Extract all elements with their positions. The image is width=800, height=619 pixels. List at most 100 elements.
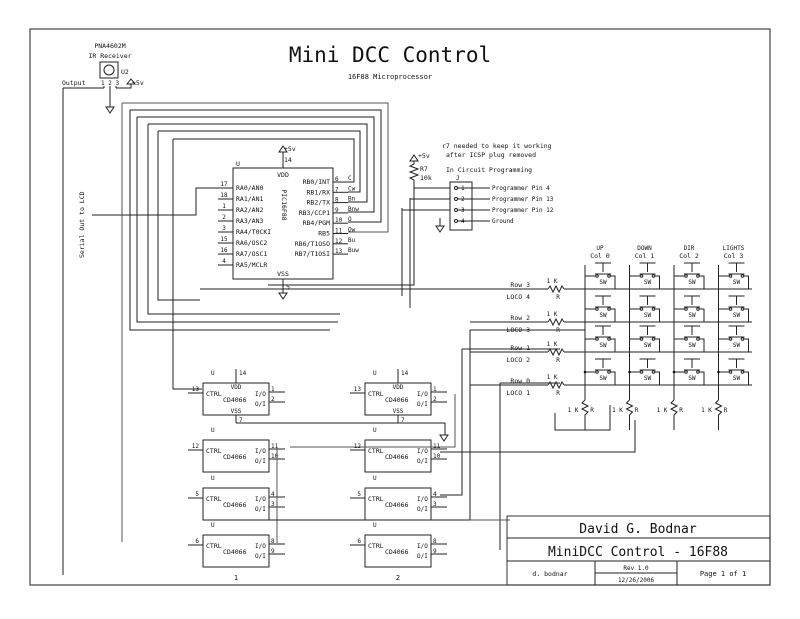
part-label: CD4066	[223, 548, 247, 556]
pin-name: RB4/PGM	[303, 219, 330, 227]
keypad-switch[interactable]: SW	[718, 325, 749, 352]
pin-name: RA6/OSC2	[236, 239, 267, 247]
pic-vss-pin: 5	[286, 283, 290, 291]
io-label: I/O	[417, 391, 428, 398]
keypad-switch[interactable]: SW	[674, 325, 705, 352]
keypad-switch[interactable]: SW	[629, 325, 660, 352]
gate-ref: U	[211, 475, 215, 482]
switch-label: SW	[644, 312, 652, 319]
keypad-switch[interactable]: SW	[629, 262, 660, 289]
keypad-switch[interactable]: SW	[629, 358, 660, 385]
keypad-switch[interactable]: SW	[585, 295, 616, 322]
resistor-ref: R	[556, 294, 560, 301]
ir-lens-icon	[103, 64, 115, 76]
row-label: Row 2	[510, 314, 530, 322]
switch-label: SW	[688, 375, 696, 382]
keypad-switch[interactable]: SW	[718, 295, 749, 322]
keypad-switch[interactable]: SW	[585, 358, 616, 385]
column-label: Col 3	[724, 252, 744, 260]
vss-label: VSS	[393, 408, 404, 415]
column-function: DIR	[684, 245, 695, 252]
pin-number: 9	[335, 207, 339, 214]
ctrl-pin: 5	[195, 491, 199, 498]
switch-label: SW	[733, 312, 741, 319]
ground-icon	[278, 292, 288, 300]
keypad-switch[interactable]: SW	[674, 358, 705, 385]
pin-number: 18	[220, 192, 228, 199]
keypad-switch[interactable]: SW	[718, 262, 749, 289]
pushbutton-icon	[639, 262, 656, 275]
switch-label: SW	[688, 312, 696, 319]
resistor-ref: R	[590, 407, 594, 414]
gate-ref: U	[373, 427, 377, 434]
oi-label: O/I	[417, 401, 428, 408]
pin-number: 17	[220, 181, 228, 188]
ctrl-label: CTRL	[206, 390, 222, 398]
io-label: I/O	[255, 496, 266, 503]
keypad-switch[interactable]: SW	[718, 358, 749, 385]
ctrl-label: CTRL	[368, 542, 384, 550]
keypad-switch[interactable]: SW	[674, 295, 705, 322]
row-resistor-value: 1 K	[547, 341, 558, 348]
row-label: Row 3	[510, 281, 530, 289]
switch-label: SW	[599, 342, 607, 349]
cd4066-ic: U13CTRLCD4066I/OO/I12VDDVSS147U12CTRLCD4…	[188, 369, 285, 582]
io-pin: 4	[271, 491, 275, 498]
resistor-ref: R	[679, 407, 683, 414]
pin-name: RA0/AN0	[236, 184, 263, 192]
pin-number: 1	[222, 203, 226, 210]
gate-ref: U	[373, 370, 377, 377]
sheet-border	[29, 28, 771, 586]
column-label: Col 0	[590, 252, 610, 260]
ctrl-label: CTRL	[206, 542, 222, 550]
gate-ref: U	[211, 370, 215, 377]
pic-vcc-label: +5v	[284, 145, 296, 153]
title-block-project: MiniDCC Control - 16F88	[548, 545, 728, 560]
ir-receiver-body	[99, 61, 119, 79]
switch-label: SW	[688, 342, 696, 349]
ctrl-pin: 5	[357, 491, 361, 498]
oi-pin: 10	[271, 453, 279, 460]
pin-number: 7	[335, 186, 339, 193]
resistor-ref: R	[635, 407, 639, 414]
keypad-switch[interactable]: SW	[629, 295, 660, 322]
pin-name: RA7/OSC1	[236, 250, 267, 258]
pic-vdd-pin: 14	[284, 156, 292, 164]
ctrl-label: CTRL	[368, 495, 384, 503]
pin-number: 12	[335, 238, 343, 245]
switch-label: SW	[599, 312, 607, 319]
net-label: Bu	[348, 237, 356, 244]
pushbutton-icon	[728, 295, 745, 308]
vdd-pin: 14	[401, 370, 409, 377]
keypad-switch[interactable]: SW	[585, 325, 616, 352]
pin-name: RA2/AN2	[236, 206, 263, 214]
resistor-ref: R	[556, 390, 560, 397]
ctrl-pin: 6	[195, 538, 199, 545]
io-label: I/O	[417, 496, 428, 503]
loco-label: LOCO 4	[507, 293, 531, 301]
pic-vss: VSS	[277, 270, 289, 278]
title-block-author: David G. Bodnar	[579, 522, 697, 537]
icsp-pin-label: Ground	[492, 218, 514, 225]
loco-label: LOCO 2	[507, 356, 531, 364]
net-label: C	[348, 175, 352, 182]
resistor-icon	[625, 399, 634, 430]
keypad-switch[interactable]: SW	[585, 262, 616, 289]
pin-number: 15	[220, 236, 228, 243]
keypad-switch[interactable]: SW	[674, 262, 705, 289]
oi-pin: 2	[271, 396, 275, 403]
resistor-icon	[547, 380, 565, 390]
ir-part-number: PNA4602M	[94, 42, 125, 50]
oi-label: O/I	[417, 553, 428, 560]
io-label: I/O	[255, 543, 266, 550]
switch-label: SW	[644, 279, 652, 286]
